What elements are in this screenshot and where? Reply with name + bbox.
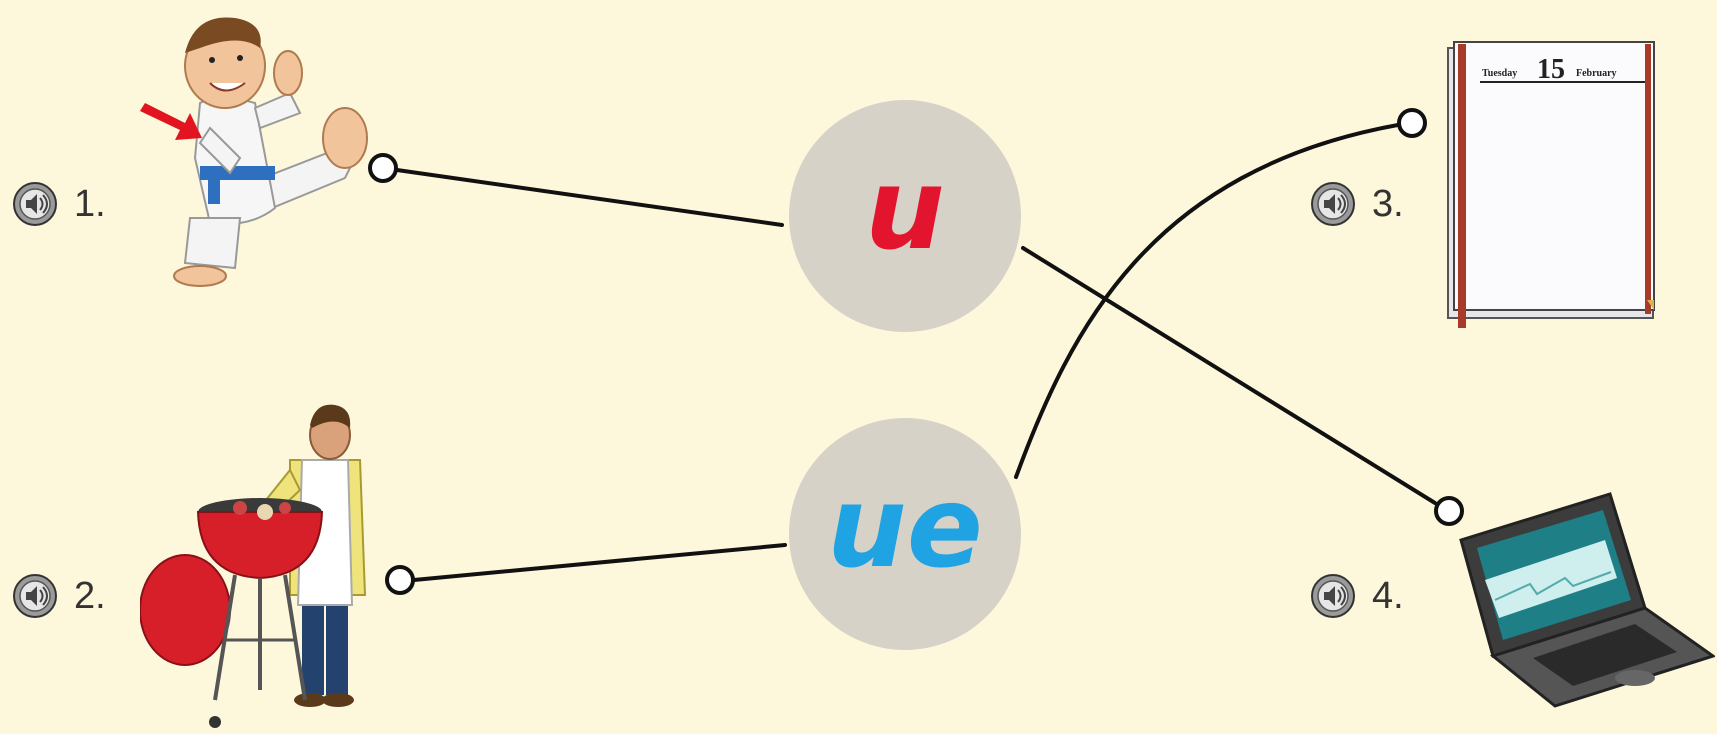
connection-line-2-ue xyxy=(412,543,787,582)
connection-line-1-u xyxy=(395,168,784,227)
connector-ring-2[interactable] xyxy=(385,565,415,595)
connection-line-ue-3 xyxy=(1014,123,1400,479)
phoneme-circle-u[interactable]: u xyxy=(789,100,1021,332)
calendar-date: 15 xyxy=(1537,54,1565,85)
speaker-icon[interactable] xyxy=(12,181,58,227)
speaker-icon[interactable] xyxy=(1310,181,1356,227)
item-number-2: 2. xyxy=(74,575,106,617)
calendar-day: Tuesday xyxy=(1482,68,1517,79)
calendar-picture: Tuesday 15 February xyxy=(1447,41,1655,328)
calendar-month: February xyxy=(1576,68,1617,79)
phoneme-circle-ue[interactable]: ue xyxy=(789,418,1021,650)
speaker-icon[interactable] xyxy=(1310,573,1356,619)
phoneme-label-u: u xyxy=(865,145,945,275)
item-number-3: 3. xyxy=(1372,183,1404,225)
connector-ring-1[interactable] xyxy=(368,153,398,183)
connection-line-u-4 xyxy=(1021,246,1437,505)
karate-boy-picture xyxy=(140,17,368,287)
speaker-icon[interactable] xyxy=(12,573,58,619)
connector-ring-4[interactable] xyxy=(1434,496,1464,526)
item-number-4: 4. xyxy=(1372,575,1404,617)
item-number-1: 1. xyxy=(74,183,106,225)
laptop-picture xyxy=(1459,492,1715,708)
man-at-barbecue-picture xyxy=(140,404,367,728)
connector-ring-3[interactable] xyxy=(1397,108,1427,138)
phoneme-label-ue: ue xyxy=(827,463,983,593)
